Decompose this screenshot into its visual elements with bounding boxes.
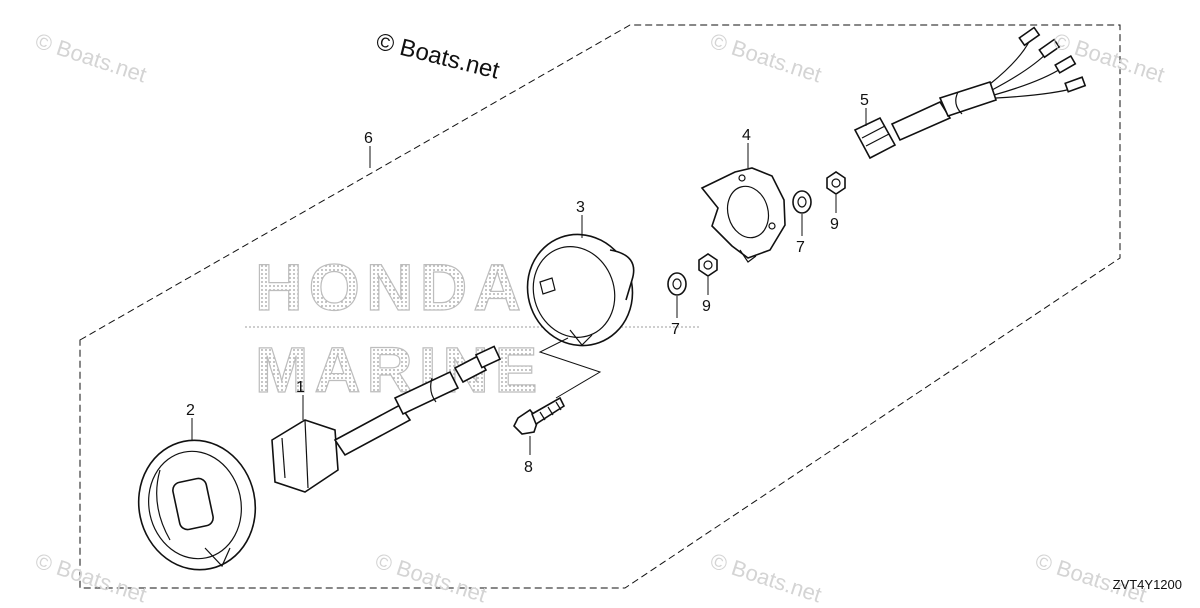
callout-5: 5	[860, 92, 869, 109]
part-8-bolt	[513, 396, 566, 435]
assembly-boundary	[79, 24, 1121, 589]
part-4-mounting-plate	[700, 167, 786, 263]
part-1-switch-harness	[271, 345, 502, 493]
callout-8: 8	[524, 459, 533, 476]
part-7-washer-a	[667, 272, 687, 296]
part-5-wire-harness	[853, 26, 1087, 160]
part-3-housing	[526, 233, 635, 347]
callout-3: 3	[576, 199, 585, 216]
callout-1: 1	[296, 379, 305, 396]
callout-7a: 7	[671, 321, 680, 338]
brand-watermark-line2: MARINE	[255, 334, 543, 406]
callout-6: 6	[364, 130, 373, 147]
part-9-nut-a	[698, 253, 718, 277]
callout-2: 2	[186, 402, 195, 419]
callout-4: 4	[742, 127, 751, 144]
part-9-nut-b	[826, 171, 846, 195]
leader-bolt-housing	[538, 337, 602, 399]
brand-watermark-line1: HONDA	[255, 250, 527, 324]
diagram-id-label: ZVT4Y1200	[1112, 577, 1182, 592]
callout-9a: 9	[702, 298, 711, 315]
part-7-washer-b	[792, 190, 812, 214]
part-2-switch-cover	[137, 439, 257, 571]
callout-9b: 9	[830, 216, 839, 233]
callout-7b: 7	[796, 239, 805, 256]
